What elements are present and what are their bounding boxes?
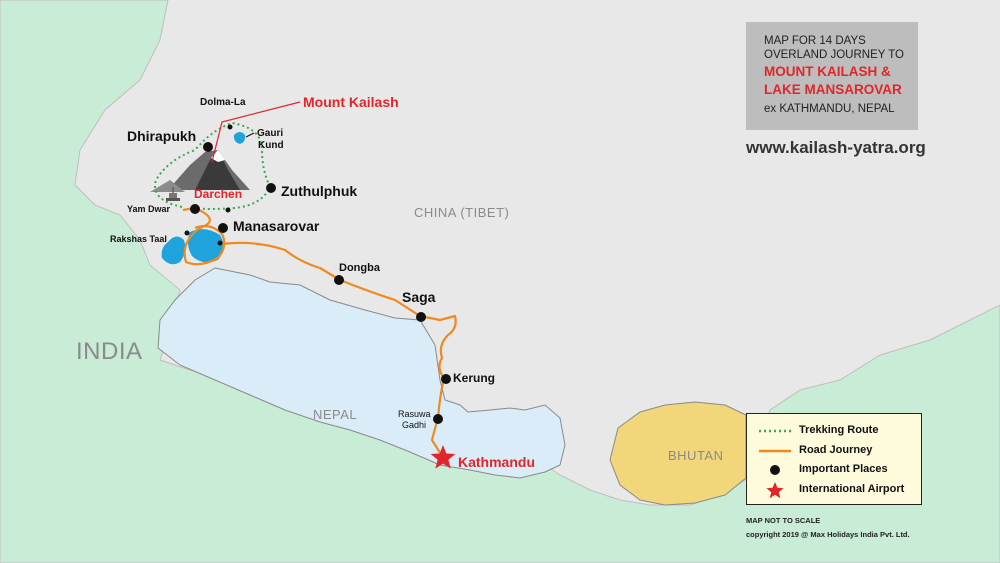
label-mount-kailash: Mount Kailash xyxy=(303,94,399,110)
map-title-box: MAP FOR 14 DAYS OVERLAND JOURNEY TO MOUN… xyxy=(746,22,918,130)
label-dhirapukh: Dhirapukh xyxy=(127,128,197,144)
country-label-nepal: NEPAL xyxy=(313,407,358,422)
road-journey-line xyxy=(182,206,457,457)
dhirapukh-dot xyxy=(203,142,213,152)
trekking-route-line xyxy=(154,121,272,210)
nepal-region xyxy=(157,267,566,479)
copyright-note: copyright 2019 @ Max Holidays India Pvt.… xyxy=(746,530,910,539)
zuthulphuk-dot xyxy=(266,183,276,193)
label-gauri: Gauri xyxy=(257,128,284,139)
label-dongba: Dongba xyxy=(339,262,380,274)
dolma-la-dot xyxy=(227,124,233,130)
kerung-dot xyxy=(441,374,451,384)
mountain-icon xyxy=(150,150,250,192)
label-kathmandu: Kathmandu xyxy=(458,454,535,470)
trekking-line-icon xyxy=(759,429,791,433)
label-darchen: Darchen xyxy=(194,187,243,201)
label-rasuwa: Rasuwa xyxy=(398,409,431,419)
saga-dot xyxy=(416,312,426,322)
label-saga: Saga xyxy=(402,289,436,305)
label-yam-dwar: Yam Dwar xyxy=(127,204,171,214)
title-line-3: MOUNT KAILASH & xyxy=(764,64,891,79)
dongba-dot xyxy=(334,275,344,285)
label-dolma-la: Dolma-La xyxy=(200,97,246,108)
darchen-dot xyxy=(190,204,200,214)
label-rakshas-taal: Rakshas Taal xyxy=(110,234,167,244)
kathmandu-airport-star-icon xyxy=(430,445,456,469)
lake-manasarovar-shape xyxy=(187,229,224,263)
legend-row-road: Road Journey xyxy=(747,442,921,460)
title-line-2: OVERLAND JOURNEY TO xyxy=(764,49,904,61)
country-label-china: CHINA (TIBET) xyxy=(414,205,510,220)
manasarovar-small-dot xyxy=(217,240,223,246)
legend-row-trekking: Trekking Route xyxy=(747,422,921,440)
road-line-icon xyxy=(759,449,791,453)
trek-dot xyxy=(225,207,231,213)
title-line-4: LAKE MANSAROVAR xyxy=(764,82,902,97)
red-star-icon xyxy=(766,482,784,499)
gompa-icon xyxy=(166,187,180,201)
bhutan-region xyxy=(609,401,747,506)
title-line-5: ex KATHMANDU, NEPAL xyxy=(764,103,895,115)
gauri-leader-line xyxy=(245,132,255,138)
not-to-scale-note: MAP NOT TO SCALE xyxy=(746,516,821,525)
title-line-1: MAP FOR 14 DAYS xyxy=(764,35,866,47)
manasarovar-dot xyxy=(218,223,228,233)
label-zuthulphuk: Zuthulphuk xyxy=(281,183,358,199)
website-link[interactable]: www.kailash-yatra.org xyxy=(746,138,926,157)
map-legend: Trekking Route Road Journey Important Pl… xyxy=(746,413,922,505)
legend-label-trekking: Trekking Route xyxy=(799,424,879,436)
lake-rakshas-shape xyxy=(161,236,186,265)
label-kund: Kund xyxy=(258,140,284,151)
black-dot-icon xyxy=(770,465,780,475)
kailash-leader-line xyxy=(211,101,301,163)
legend-row-airport: International Airport xyxy=(747,481,921,499)
lake-gauri-kund-shape xyxy=(233,132,246,144)
rasuwa-dot xyxy=(433,414,443,424)
country-label-india: INDIA xyxy=(76,338,143,365)
legend-label-road: Road Journey xyxy=(799,444,873,456)
legend-label-places: Important Places xyxy=(799,463,888,475)
label-kerung: Kerung xyxy=(453,371,495,385)
legend-label-airport: International Airport xyxy=(799,483,905,495)
label-manasarovar: Manasarovar xyxy=(233,218,320,234)
legend-row-places: Important Places xyxy=(747,461,921,479)
rakshas-dot xyxy=(184,230,190,236)
label-gadhi: Gadhi xyxy=(402,420,427,430)
country-label-bhutan: BHUTAN xyxy=(668,448,724,463)
